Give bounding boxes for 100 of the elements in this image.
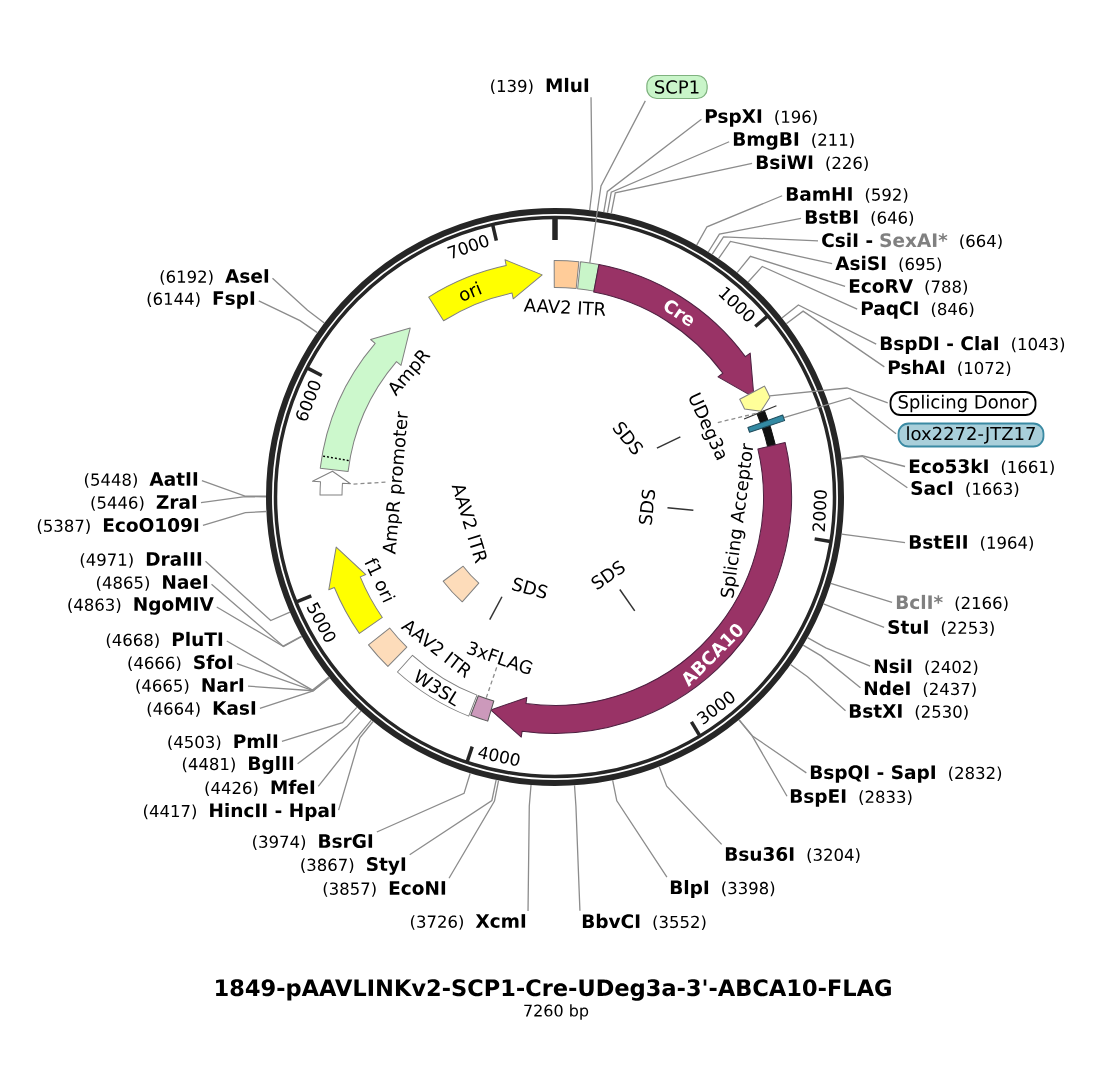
leader-line [376, 772, 471, 833]
leader-line [271, 277, 325, 324]
leader-line [281, 706, 358, 743]
leader-line [236, 663, 330, 692]
site-label: (4863) NgoMIV [68, 597, 214, 615]
site-label: (3857) EcoNI [323, 881, 446, 897]
site-label: NsiI (2402) [874, 658, 978, 676]
site-label: BstBI (646) [805, 210, 914, 226]
leader-line [573, 784, 581, 912]
leader-line [258, 300, 318, 334]
leader-line [658, 765, 723, 846]
feature-label: f1 ori [364, 557, 396, 603]
feature-label: AAV2 ITR [451, 485, 487, 564]
site-label: NdeI (2437) [864, 680, 976, 698]
site-label: (4426) MfeI [205, 779, 315, 797]
site-label: BamHI (592) [786, 187, 908, 203]
site-label: BclI* (2166) [896, 594, 1008, 612]
feature-band [739, 385, 771, 412]
site-label: PspXI (196) [705, 109, 817, 127]
leader-line [317, 719, 372, 788]
feature-tag: lox2272-JTZ17 [897, 422, 1045, 448]
subtitle: 7260 bp [524, 1004, 589, 1020]
site-label: StuI (2253) [888, 620, 994, 636]
site-label: BspQI - SapI (2832) [810, 765, 1002, 783]
leader-line [337, 720, 374, 811]
site-label: (4664) KasI [147, 701, 256, 717]
site-label: EcoRV (788) [849, 279, 967, 295]
leader-line [409, 779, 497, 856]
site-label: BstXI (2530) [849, 704, 968, 720]
leader-line [789, 663, 847, 712]
leader-line [296, 710, 362, 765]
leader-line [603, 118, 703, 213]
site-label: AsiSI (695) [835, 255, 941, 273]
leader-line [707, 217, 802, 253]
site-label: (4665) NarI [136, 678, 244, 694]
leader-line [840, 455, 908, 489]
leader-line [696, 195, 783, 246]
leader-line [711, 236, 819, 256]
leader-line [738, 719, 788, 797]
site-label: BspEI (2833) [790, 789, 912, 807]
site-label: Eco53kI (1661) [909, 458, 1054, 476]
leader-line [202, 510, 268, 527]
site-label: (5446) ZraI [91, 495, 197, 511]
tick-label: 4000 [478, 746, 520, 766]
site-label: BspDI - ClaI (1043) [880, 336, 1065, 354]
leader-line [802, 644, 862, 689]
site-label: (3974) BsrGI [253, 834, 373, 850]
site-label: SacI (1663) [911, 481, 1019, 497]
leader-line [785, 310, 885, 368]
site-label: (5448) AatII [84, 472, 198, 488]
site-label: (4503) PmlI [168, 733, 278, 751]
leader-line [589, 96, 593, 211]
site-label: Bsu36I (3204) [725, 847, 860, 863]
feature-label: SDS [591, 560, 625, 590]
feature-box [747, 414, 786, 433]
leader-line [822, 603, 885, 628]
leader-line [806, 636, 871, 667]
tick-label: 2000 [812, 490, 827, 532]
feature-band [312, 470, 351, 496]
site-label: (4417) HincII - HpaI [143, 803, 336, 821]
leader-line [226, 640, 330, 691]
feature-tag: SCP1 [646, 74, 708, 100]
leader-line [216, 606, 303, 648]
site-label: (4666) SfoI [128, 654, 233, 672]
leader-line [717, 240, 833, 265]
leader-line [738, 719, 807, 774]
site-label: PshAI (1072) [888, 359, 1011, 377]
site-label: (3726) XcmI [410, 914, 526, 930]
feature-label: SDS [511, 577, 548, 599]
site-label: (4481) BglII [182, 755, 294, 774]
leader-line [527, 784, 532, 912]
site-label: (139) MluI [491, 77, 589, 95]
feature-label: AmpR promoter [382, 411, 408, 555]
leader-line [840, 533, 906, 544]
leader-line [589, 100, 646, 264]
leader-line [611, 779, 668, 878]
site-label: (6192) AseI [160, 269, 269, 285]
leader-line [747, 265, 858, 310]
site-label: (4668) PluTI [106, 631, 223, 649]
site-label: BsiWI (226) [756, 154, 868, 172]
leader-line [783, 397, 897, 435]
leader-line [204, 560, 291, 622]
site-label: BbvCI (3552) [582, 913, 706, 931]
leader-line [448, 779, 500, 879]
site-label: (5387) EcoO109I [37, 518, 199, 534]
site-label: (4865) NaeI [96, 575, 208, 591]
leader-line [717, 412, 759, 424]
leader-line [768, 387, 889, 404]
site-label: BmgBI (211) [733, 132, 854, 150]
feature-label: SDS [638, 489, 656, 525]
leader-line [736, 255, 846, 288]
site-label: (3867) StyI [301, 857, 406, 875]
leader-line [210, 583, 303, 647]
leader-line [259, 677, 331, 709]
feature-tag: Splicing Donor [889, 391, 1037, 416]
tick-label: 6000 [296, 380, 321, 421]
site-label: (4971) DraIII [80, 552, 202, 568]
leader-line [781, 304, 877, 345]
title: 1849-pAAVLINKv2-SCP1-Cre-UDeg3a-3'-ABCA10-FLAG [216, 979, 891, 1001]
site-label: BstEII (1964) [909, 535, 1033, 551]
